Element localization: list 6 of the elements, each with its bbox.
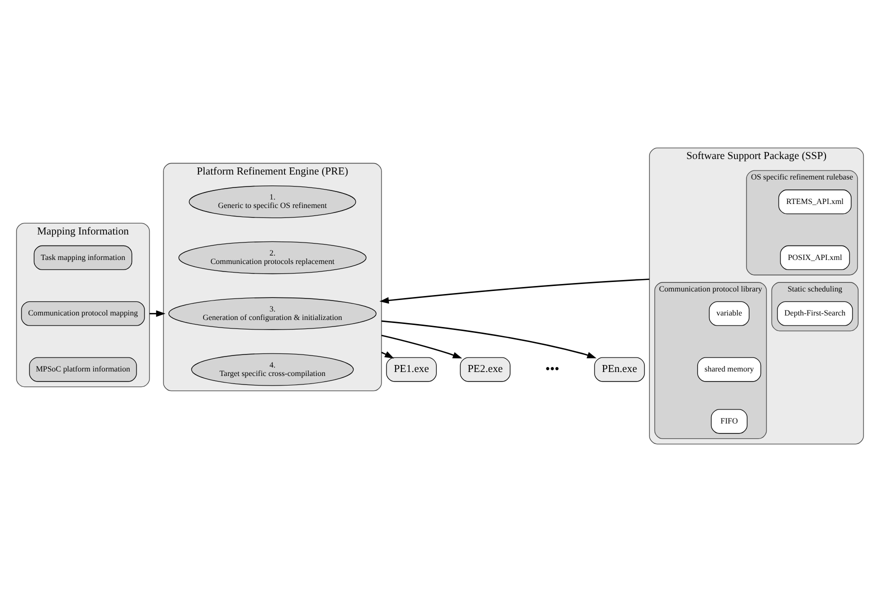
arrow (380, 278, 650, 304)
arrow (149, 310, 166, 316)
label: ••• (545, 360, 560, 376)
node-box: PE2.exe (460, 356, 510, 382)
node-box: PEn.exe (594, 356, 645, 382)
node-box: PE1.exe (386, 356, 437, 382)
